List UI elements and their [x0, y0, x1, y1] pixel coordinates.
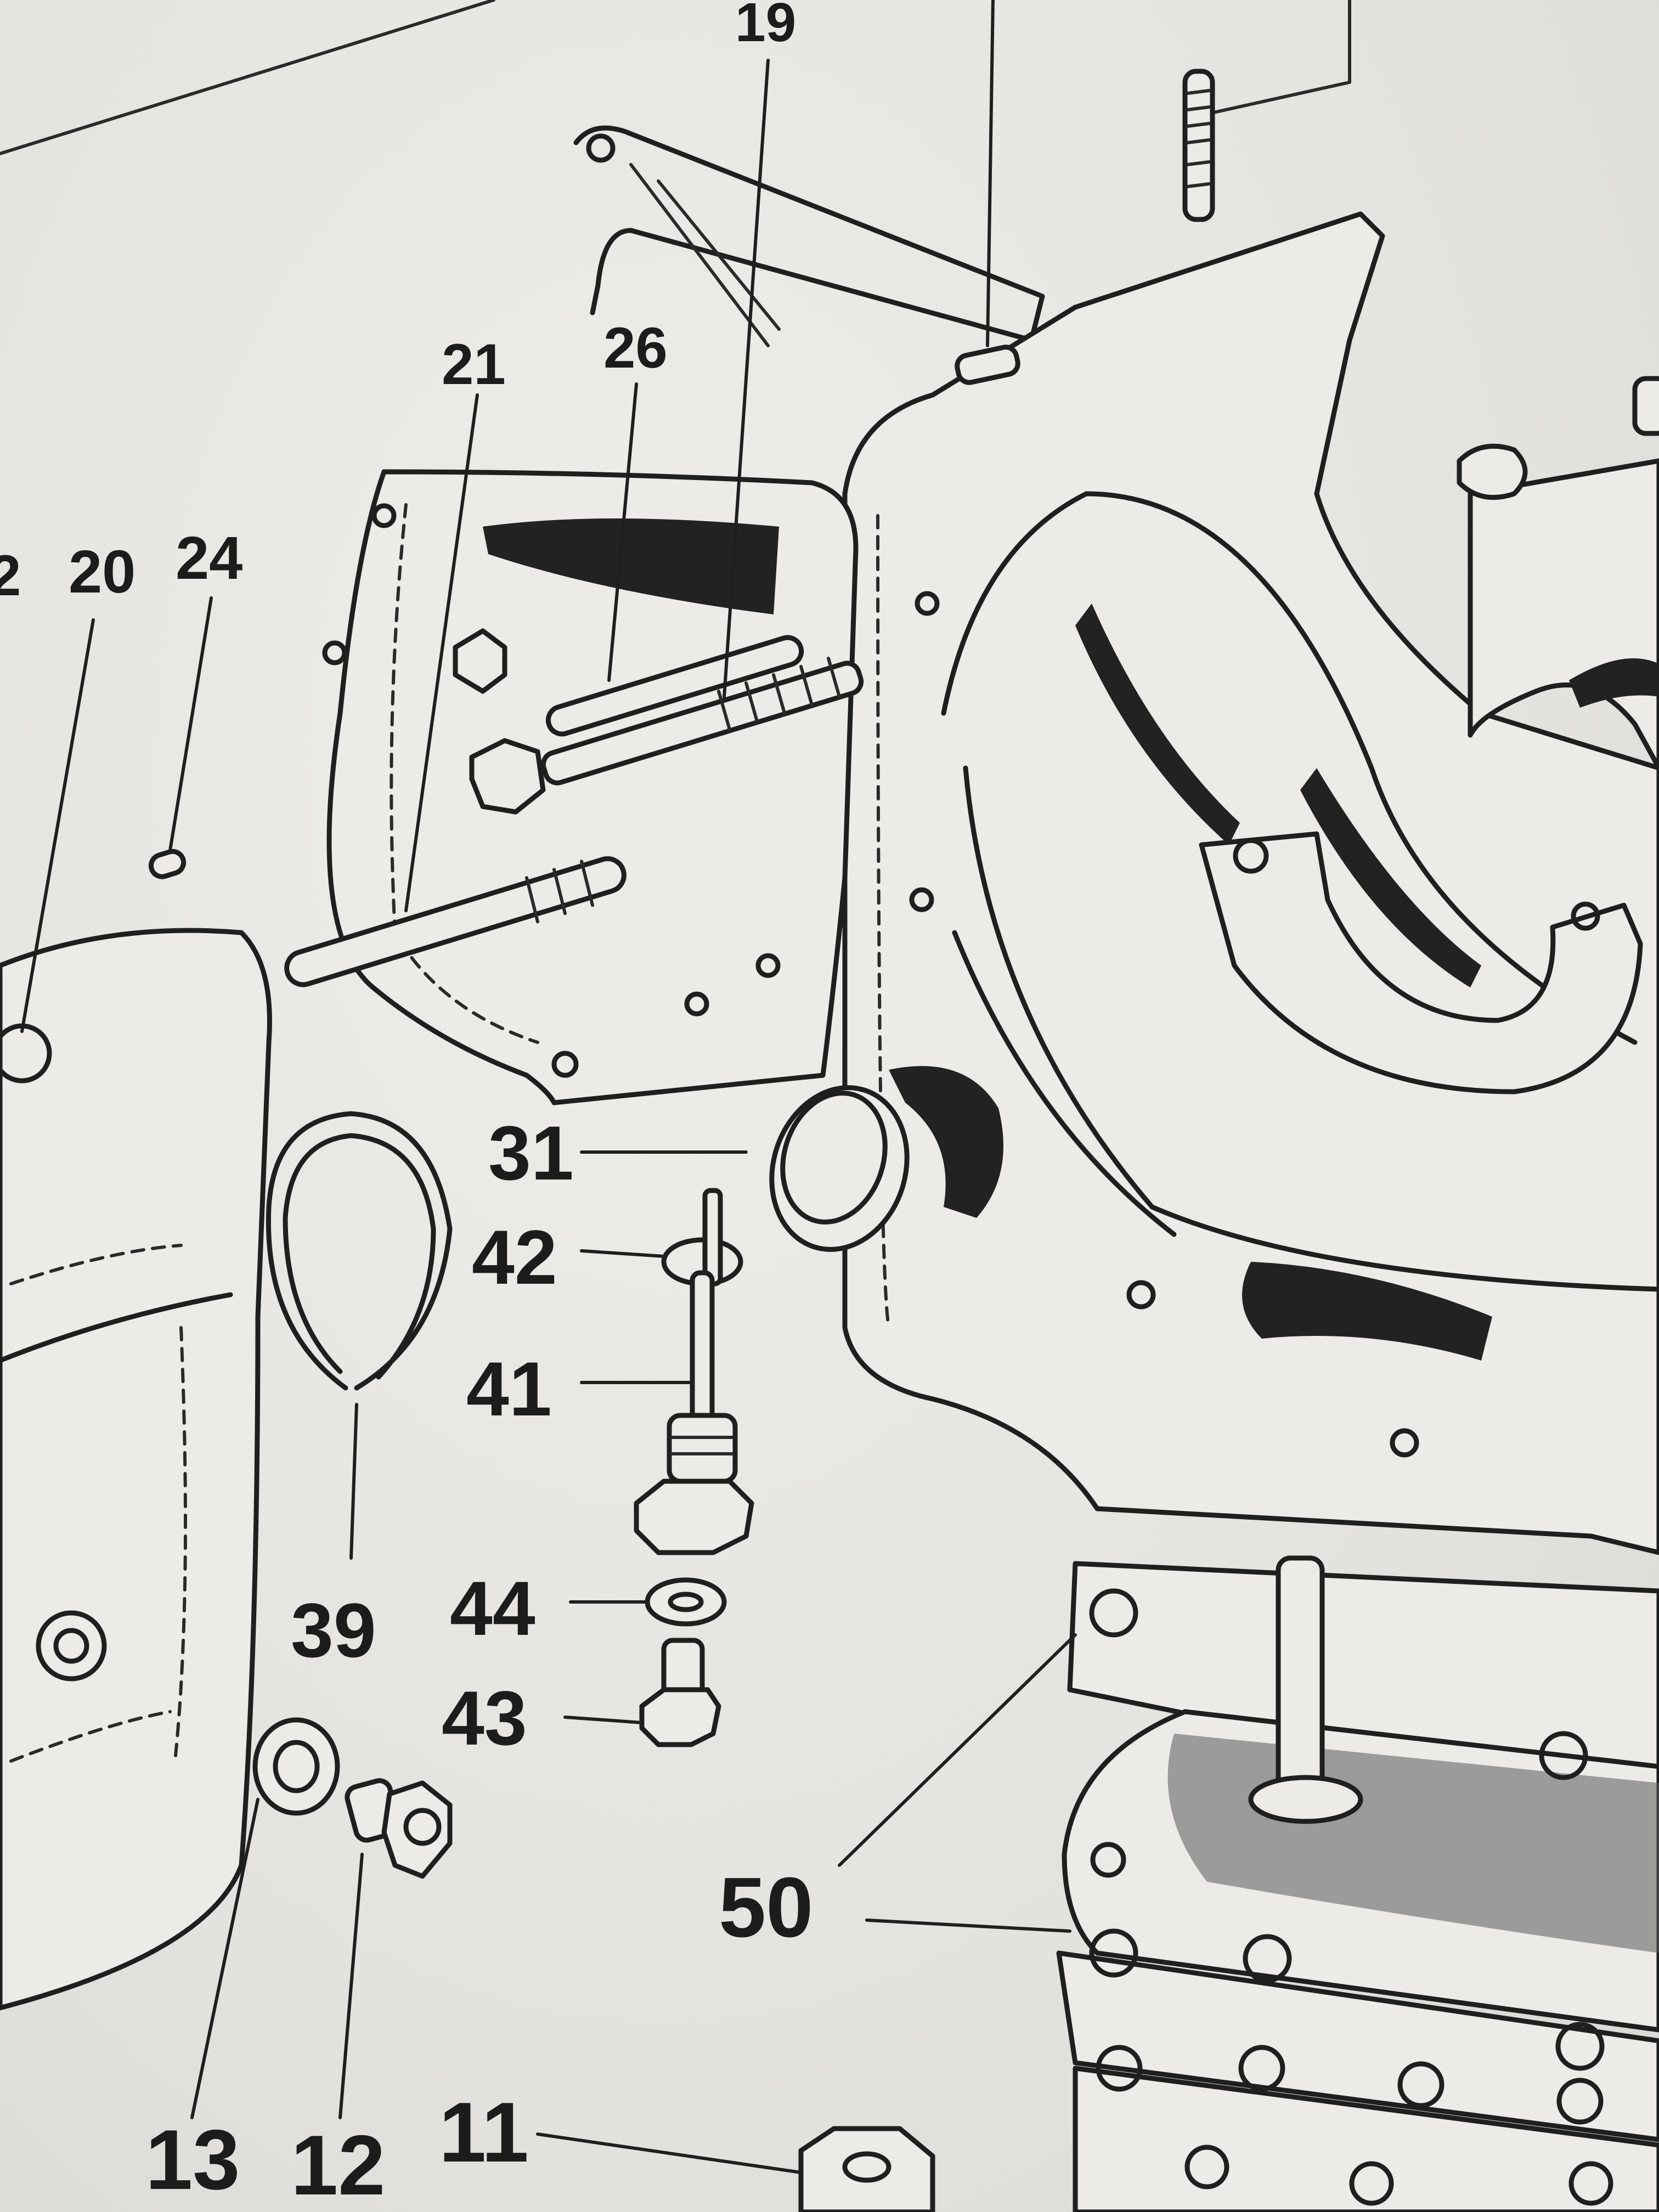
washer-42 [661, 1188, 743, 1286]
callout-43: 43 [442, 1675, 527, 1761]
callout-26: 26 [603, 316, 668, 380]
bolt-19 [469, 657, 864, 815]
callout-42: 42 [472, 1214, 557, 1300]
callout-24: 24 [176, 524, 242, 592]
gearbox-cover-plate [322, 469, 859, 1105]
nut-11 [798, 2126, 935, 2212]
callout-labels: 19 21 26 2 20 24 31 42 41 39 44 43 50 13… [0, 0, 813, 2212]
callout-44: 44 [450, 1565, 535, 1651]
callout-21: 21 [442, 332, 506, 397]
circlip-39 [266, 1111, 453, 1391]
callout-39: 39 [291, 1587, 376, 1673]
side-cover-left [0, 928, 272, 2011]
bearing-ring-31 [769, 1066, 1003, 1252]
callout-50: 50 [719, 1860, 813, 1955]
callout-31: 31 [488, 1110, 574, 1196]
stud-bolt [1182, 69, 1215, 222]
callout-2: 2 [0, 544, 21, 608]
gasket-stack-50 [1056, 1555, 1659, 2212]
callout-12: 12 [291, 2118, 385, 2212]
callout-13: 13 [145, 2112, 240, 2207]
pin-26 [545, 635, 804, 737]
bracket-arm [573, 125, 1045, 347]
washer-44 [645, 1577, 727, 1627]
main-housing [842, 211, 1659, 1555]
callout-19: 19 [735, 0, 796, 53]
plug-12 [345, 1778, 453, 1879]
callout-11: 11 [439, 2085, 529, 2180]
stud-21 [284, 856, 627, 988]
leader-lines [20, 0, 1077, 2174]
callout-20: 20 [69, 538, 136, 606]
callout-bracket [1200, 0, 1351, 117]
screw-43 [639, 1638, 721, 1747]
frame-edge-line [0, 0, 495, 155]
drain-plug-41 [634, 1270, 754, 1555]
washer-13 [252, 1717, 340, 1816]
callout-41: 41 [466, 1346, 552, 1432]
pin-24 [148, 849, 187, 879]
bearing-block [1457, 376, 1659, 771]
